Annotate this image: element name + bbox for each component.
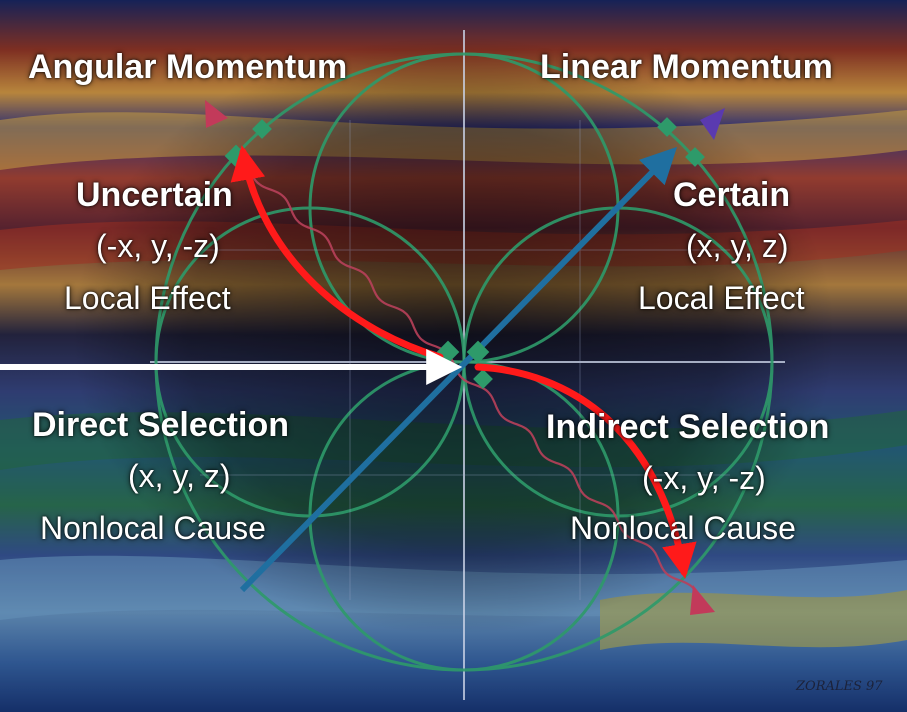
angular-momentum-heading: Angular Momentum: [28, 48, 348, 86]
top-left-pink-arrowhead: [205, 100, 228, 128]
bottom-right-pink-arrowhead: [690, 585, 715, 615]
red-arrow-to-uncertain: [230, 145, 444, 361]
indirect-selection-title: Indirect Selection: [546, 408, 830, 446]
indirect-selection-effect: Nonlocal Cause: [570, 510, 796, 546]
direct-selection-effect: Nonlocal Cause: [40, 510, 266, 546]
artist-signature: ZORALES 97: [795, 679, 883, 694]
indirect-selection-coords: (-x, y, -z): [642, 460, 766, 496]
direct-selection-title: Direct Selection: [32, 406, 289, 444]
certain-effect: Local Effect: [638, 280, 805, 316]
wavy-diagonal: [248, 169, 701, 601]
uncertain-coords: (-x, y, -z): [96, 228, 220, 264]
direct-selection-coords: (x, y, z): [128, 458, 231, 494]
red-arrow-to-indirect-selection: [474, 363, 697, 579]
linear-momentum-heading: Linear Momentum: [540, 48, 833, 86]
certain-coords: (x, y, z): [686, 228, 789, 264]
top-right-purple-arrowhead: [700, 108, 725, 140]
certain-title: Certain: [673, 176, 791, 214]
uncertain-title: Uncertain: [76, 176, 233, 214]
uncertain-effect: Local Effect: [64, 280, 231, 316]
